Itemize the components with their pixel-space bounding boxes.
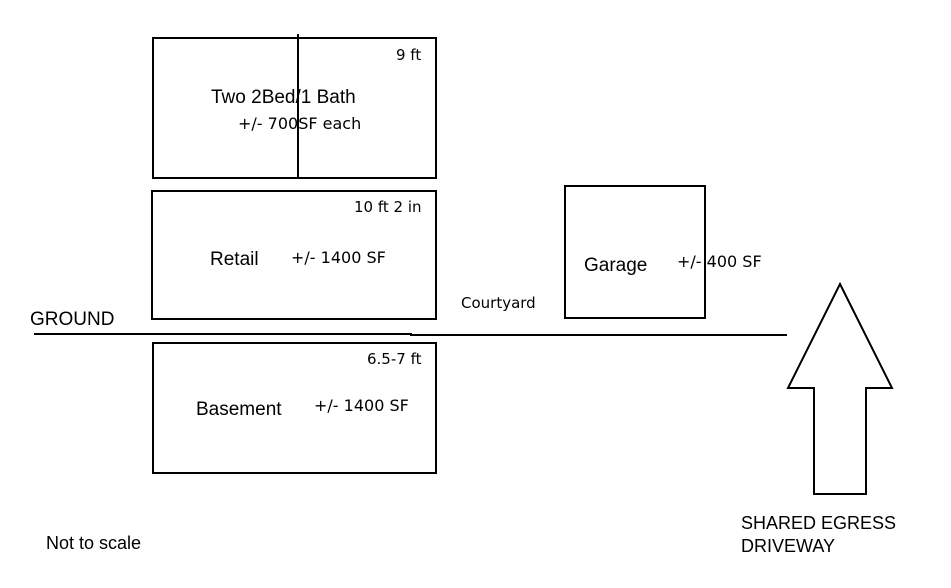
not-to-scale-note: Not to scale	[46, 533, 142, 553]
garage-area-label: +/- 400 SF	[677, 252, 762, 271]
retail-area-label: +/- 1400 SF	[291, 248, 386, 267]
retail-floor-box	[151, 190, 437, 320]
courtyard-label: Courtyard	[461, 294, 536, 312]
apartments-height-label: 9 ft	[396, 46, 422, 64]
basement-floor-box	[152, 342, 437, 474]
basement-area-label: +/- 1400 SF	[314, 396, 409, 415]
basement-label: Basement	[196, 399, 282, 420]
apartments-area-label: +/- 700SF each	[238, 114, 362, 133]
ground-line	[34, 333, 412, 335]
apartments-label: Two 2Bed/1 Bath	[211, 87, 356, 108]
retail-label: Retail	[210, 249, 259, 270]
retail-height-label: 10 ft 2 in	[354, 198, 422, 216]
ground-line-right	[410, 334, 787, 336]
apartment-divider-line	[297, 34, 299, 179]
garage-label: Garage	[584, 255, 648, 276]
driveway-label-line1: SHARED EGRESS	[741, 513, 897, 533]
driveway-label-line2: DRIVEWAY	[741, 536, 836, 556]
garage-box	[564, 185, 706, 319]
egress-arrow-icon	[786, 281, 894, 495]
egress-arrow-shape	[786, 281, 894, 495]
apartments-floor-box	[152, 37, 437, 179]
basement-height-label: 6.5-7 ft	[367, 350, 422, 368]
ground-label: GROUND	[30, 309, 115, 330]
